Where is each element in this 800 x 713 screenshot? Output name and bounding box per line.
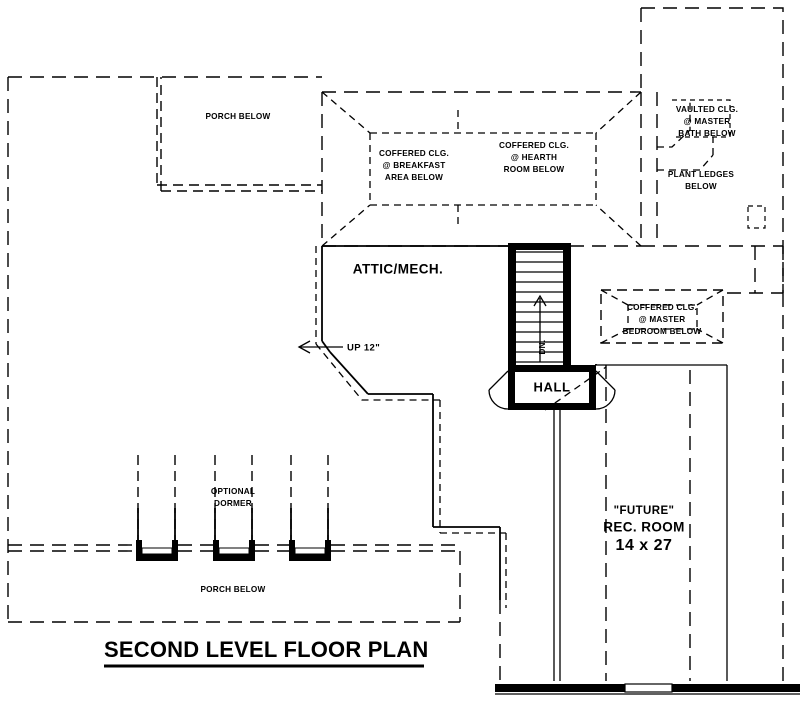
master-bath-ceiling-outline bbox=[657, 99, 731, 171]
label-coffered-hearth-line3: ROOM BELOW bbox=[504, 165, 565, 174]
label-coffered-breakfast-line1: COFFERED CLG. bbox=[379, 149, 449, 158]
label-rec-room-qualifier: "FUTURE" bbox=[614, 505, 675, 517]
dormer-group bbox=[136, 455, 331, 561]
label-stair-direction: DN. bbox=[538, 340, 547, 355]
label-rec-room-name: REC. ROOM bbox=[603, 520, 685, 535]
rec-room-outline bbox=[495, 292, 800, 695]
label-vaulted-master-bath-line1: VAULTED CLG. bbox=[676, 105, 738, 114]
label-porch-below-bottom: PORCH BELOW bbox=[200, 585, 265, 594]
up-note-leader bbox=[297, 340, 343, 354]
label-coffered-breakfast-line2: @ BREAKFAST bbox=[382, 161, 445, 170]
door-swing-left bbox=[488, 370, 509, 410]
label-vaulted-master-bath-line3: BATH BELOW bbox=[678, 129, 735, 138]
label-coffered-breakfast-line3: AREA BELOW bbox=[385, 173, 443, 182]
hall-walls bbox=[488, 365, 616, 410]
label-up-note: UP 12" bbox=[347, 343, 380, 354]
label-coffered-master-bedroom-line1: COFFERED CLG. bbox=[627, 303, 697, 312]
roof-outline-group bbox=[7, 7, 784, 622]
bottom-porch-outline bbox=[8, 544, 461, 623]
label-optional-dormer-line1: OPTIONAL bbox=[211, 487, 255, 496]
label-hall: HALL bbox=[533, 379, 570, 394]
label-coffered-hearth-line1: COFFERED CLG. bbox=[499, 141, 569, 150]
label-rec-room-dimensions: 14 x 27 bbox=[616, 537, 673, 554]
label-plant-ledges-line1: PLANT LEDGES bbox=[668, 170, 735, 179]
master-bedroom-ceiling-outline bbox=[595, 289, 728, 681]
door-swing-right bbox=[595, 370, 616, 410]
label-porch-below-top: PORCH BELOW bbox=[205, 112, 270, 121]
label-coffered-master-bedroom-line3: BEDROOM BELOW bbox=[623, 327, 702, 336]
attic-mech-outline bbox=[315, 245, 508, 608]
label-attic-mech: ATTIC/MECH. bbox=[353, 262, 443, 277]
label-optional-dormer-line2: DORMER bbox=[214, 499, 252, 508]
label-coffered-hearth-line2: @ HEARTH bbox=[511, 153, 557, 162]
label-coffered-master-bedroom-line2: @ MASTER bbox=[639, 315, 686, 324]
page-title: SECOND LEVEL FLOOR PLAN bbox=[104, 637, 428, 662]
label-vaulted-master-bath-line2: @ MASTER bbox=[684, 117, 731, 126]
label-plant-ledges-line2: BELOW bbox=[685, 182, 717, 191]
staircase bbox=[508, 243, 571, 371]
